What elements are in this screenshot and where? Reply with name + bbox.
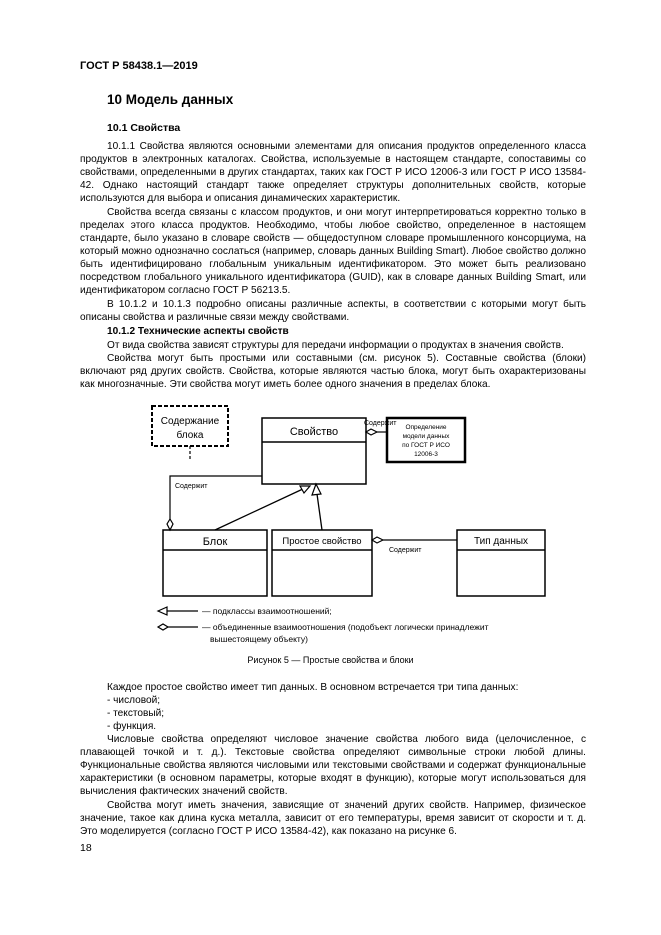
block-content-label-1: Содержание xyxy=(161,416,220,427)
subclass-arrow-block xyxy=(298,485,312,495)
subsection-10-1-2-title: 10.1.2 Технические аспекты свойств xyxy=(107,326,289,337)
model-label-3: по ГОСТ Р ИСО xyxy=(402,442,450,449)
legend-subclass-text: — подклассы взаимоотношений; xyxy=(202,606,332,616)
model-label-2: модели данных xyxy=(403,433,451,440)
list-item-text: - текстовый; xyxy=(107,708,165,719)
document-header: ГОСТ Р 58438.1—2019 xyxy=(80,60,198,72)
property-label: Свойство xyxy=(290,426,338,438)
paragraph-properties-class: Свойства всегда связаны с классом продук… xyxy=(80,207,586,296)
contains-label-block: Содержит xyxy=(175,483,208,490)
paragraph-dependent-properties: Свойства могут иметь значения, зависящие… xyxy=(80,800,586,837)
block-box xyxy=(162,529,268,597)
model-definition-box xyxy=(385,416,467,464)
subclass-arrow-simple xyxy=(311,482,322,496)
property-box xyxy=(261,417,367,485)
legend-aggregation-text-2: вышестоящему объекту) xyxy=(210,634,308,644)
simple-property-box xyxy=(271,529,373,597)
page-number: 18 xyxy=(80,842,92,854)
section-title: 10 Модель данных xyxy=(107,92,234,107)
legend-aggregation-diamond xyxy=(156,623,170,631)
model-label-4: 12006-3 xyxy=(414,451,438,458)
data-type-label: Тип данных xyxy=(474,536,528,547)
paragraph-aspects: В 10.1.2 и 10.1.3 подробно описаны разли… xyxy=(80,299,586,323)
contains-label-datatype: Содержит xyxy=(389,547,422,554)
paragraph-data-types: Каждое простое свойство имеет тип данных… xyxy=(107,682,519,693)
legend-subclass-arrow xyxy=(156,606,168,616)
paragraph-structures: От вида свойства зависят структуры для п… xyxy=(107,340,564,351)
aggregation-diamond-block xyxy=(166,517,174,532)
model-label-1: Определение xyxy=(405,424,446,431)
legend-aggregation-text-1: — объединенные взаимоотношения (подобъек… xyxy=(202,622,489,632)
block-content-label-2: блока xyxy=(177,429,204,441)
paragraph-numeric-properties: Числовые свойства определяют числовое зн… xyxy=(80,734,586,797)
data-type-box xyxy=(456,529,546,597)
aggregation-diamond-datatype xyxy=(370,536,385,544)
list-item-numeric: - числовой; xyxy=(107,695,161,706)
block-label: Блок xyxy=(203,536,228,548)
paragraph-simple-composite: Свойства могут быть простыми или составн… xyxy=(80,353,586,390)
paragraph-10-1-1: 10.1.1 Свойства являются основными элеме… xyxy=(80,141,586,204)
list-item-function: - функция. xyxy=(107,721,157,732)
simple-property-label: Простое свойство xyxy=(282,536,361,547)
figure-5-diagram: Содержание блока Свойство Определение мо… xyxy=(151,405,546,644)
contains-label-model: Содержит xyxy=(364,420,397,427)
subsection-title: 10.1 Свойства xyxy=(107,122,181,134)
aggregation-diamond-model xyxy=(364,428,379,436)
figure-caption: Рисунок 5 — Простые свойства и блоки xyxy=(247,655,414,665)
